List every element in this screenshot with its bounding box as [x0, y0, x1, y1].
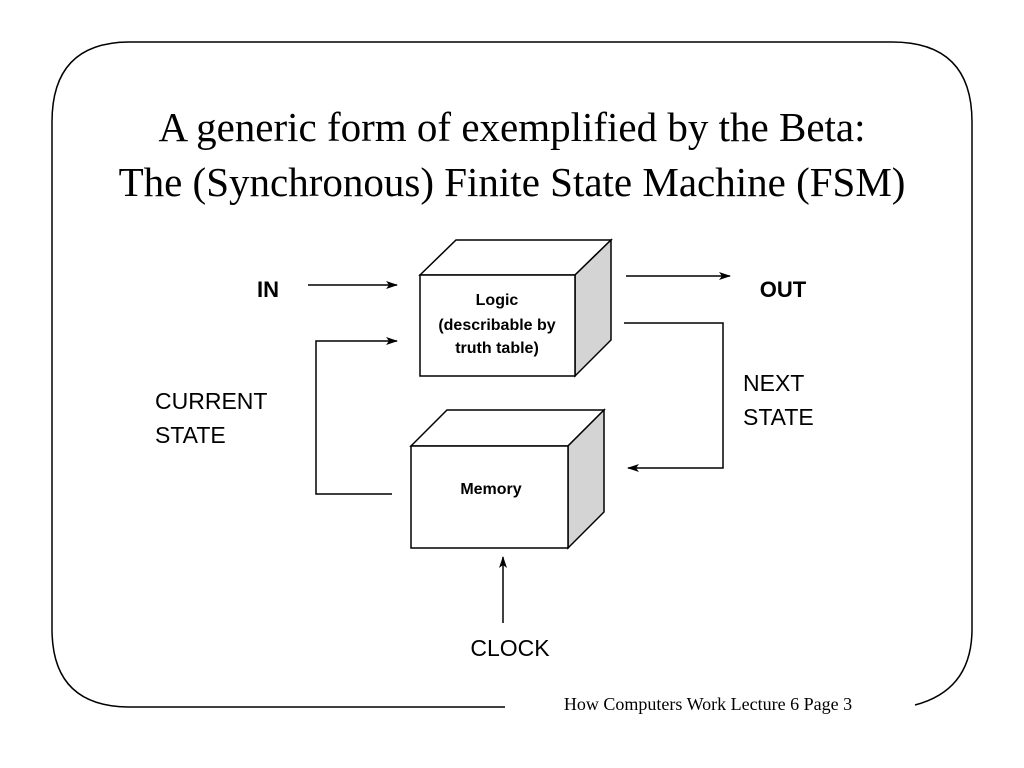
logic-box: Logic (describable by truth table): [418, 238, 613, 378]
logic-box-label-line-1: Logic: [476, 292, 519, 309]
title-line-2: The (Synchronous) Finite State Machine (…: [119, 159, 906, 205]
title-line-1: A generic form of exemplified by the Bet…: [158, 104, 865, 150]
logic-box-front: [419, 274, 576, 377]
out-label: OUT: [760, 277, 807, 302]
footer-text: How Computers Work Lecture 6 Page 3: [564, 694, 852, 714]
logic-box-label-line-2: (describable by: [438, 317, 555, 334]
slide-frame: [51, 41, 973, 708]
logic-box-label-line-3: truth table): [455, 340, 539, 357]
memory-box-front: [410, 445, 569, 549]
current-state-label-line-1: CURRENT: [155, 388, 267, 414]
memory-box-label: Memory: [460, 481, 521, 498]
clock-label: CLOCK: [470, 635, 550, 661]
current-state-label-line-2: STATE: [155, 422, 226, 448]
current-state-path: [315, 337, 398, 495]
next-state-path: [624, 322, 724, 472]
next-state-label-line-2: STATE: [743, 404, 814, 430]
memory-box: Memory: [409, 408, 606, 550]
in-label: IN: [257, 277, 279, 302]
next-state-label-line-1: NEXT: [743, 370, 804, 396]
